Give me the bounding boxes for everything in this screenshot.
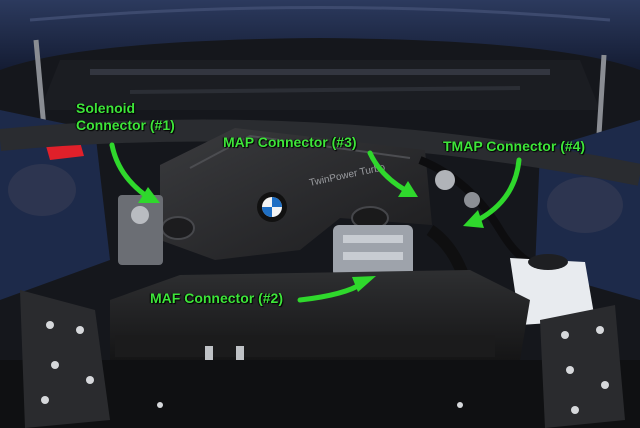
arrow-solenoid: [109, 142, 148, 198]
map-connector-label: MAP Connector (#3): [223, 134, 357, 150]
right-latch-bracket: [540, 305, 625, 428]
strut-brace-bar: [0, 119, 640, 186]
hood-underside: [0, 0, 640, 70]
left-strut-tower: [8, 164, 76, 216]
bolts: [41, 321, 609, 414]
oil-filter-housing: [333, 225, 413, 277]
front-support: [0, 360, 640, 428]
left-latch-bracket: [20, 290, 110, 428]
arrow-tmap: [475, 157, 522, 223]
solenoid-label-line2: Connector (#1): [76, 117, 175, 133]
oil-cap: [161, 216, 195, 240]
bmw-logo: [257, 192, 287, 222]
coolant-reservoir: [510, 258, 595, 325]
arrowheads: [138, 181, 484, 292]
arrow-map: [367, 150, 408, 193]
solenoid-connector-label: Solenoid Connector (#1): [76, 100, 175, 134]
solenoid-label-line1: Solenoid: [76, 100, 136, 116]
tmap-connector-label: TMAP Connector (#4): [443, 138, 586, 154]
right-strut-tower: [547, 177, 623, 233]
engine-cover: [160, 128, 432, 260]
maf-connector-label: MAF Connector (#2): [150, 290, 283, 306]
solenoid-area: [118, 195, 163, 265]
